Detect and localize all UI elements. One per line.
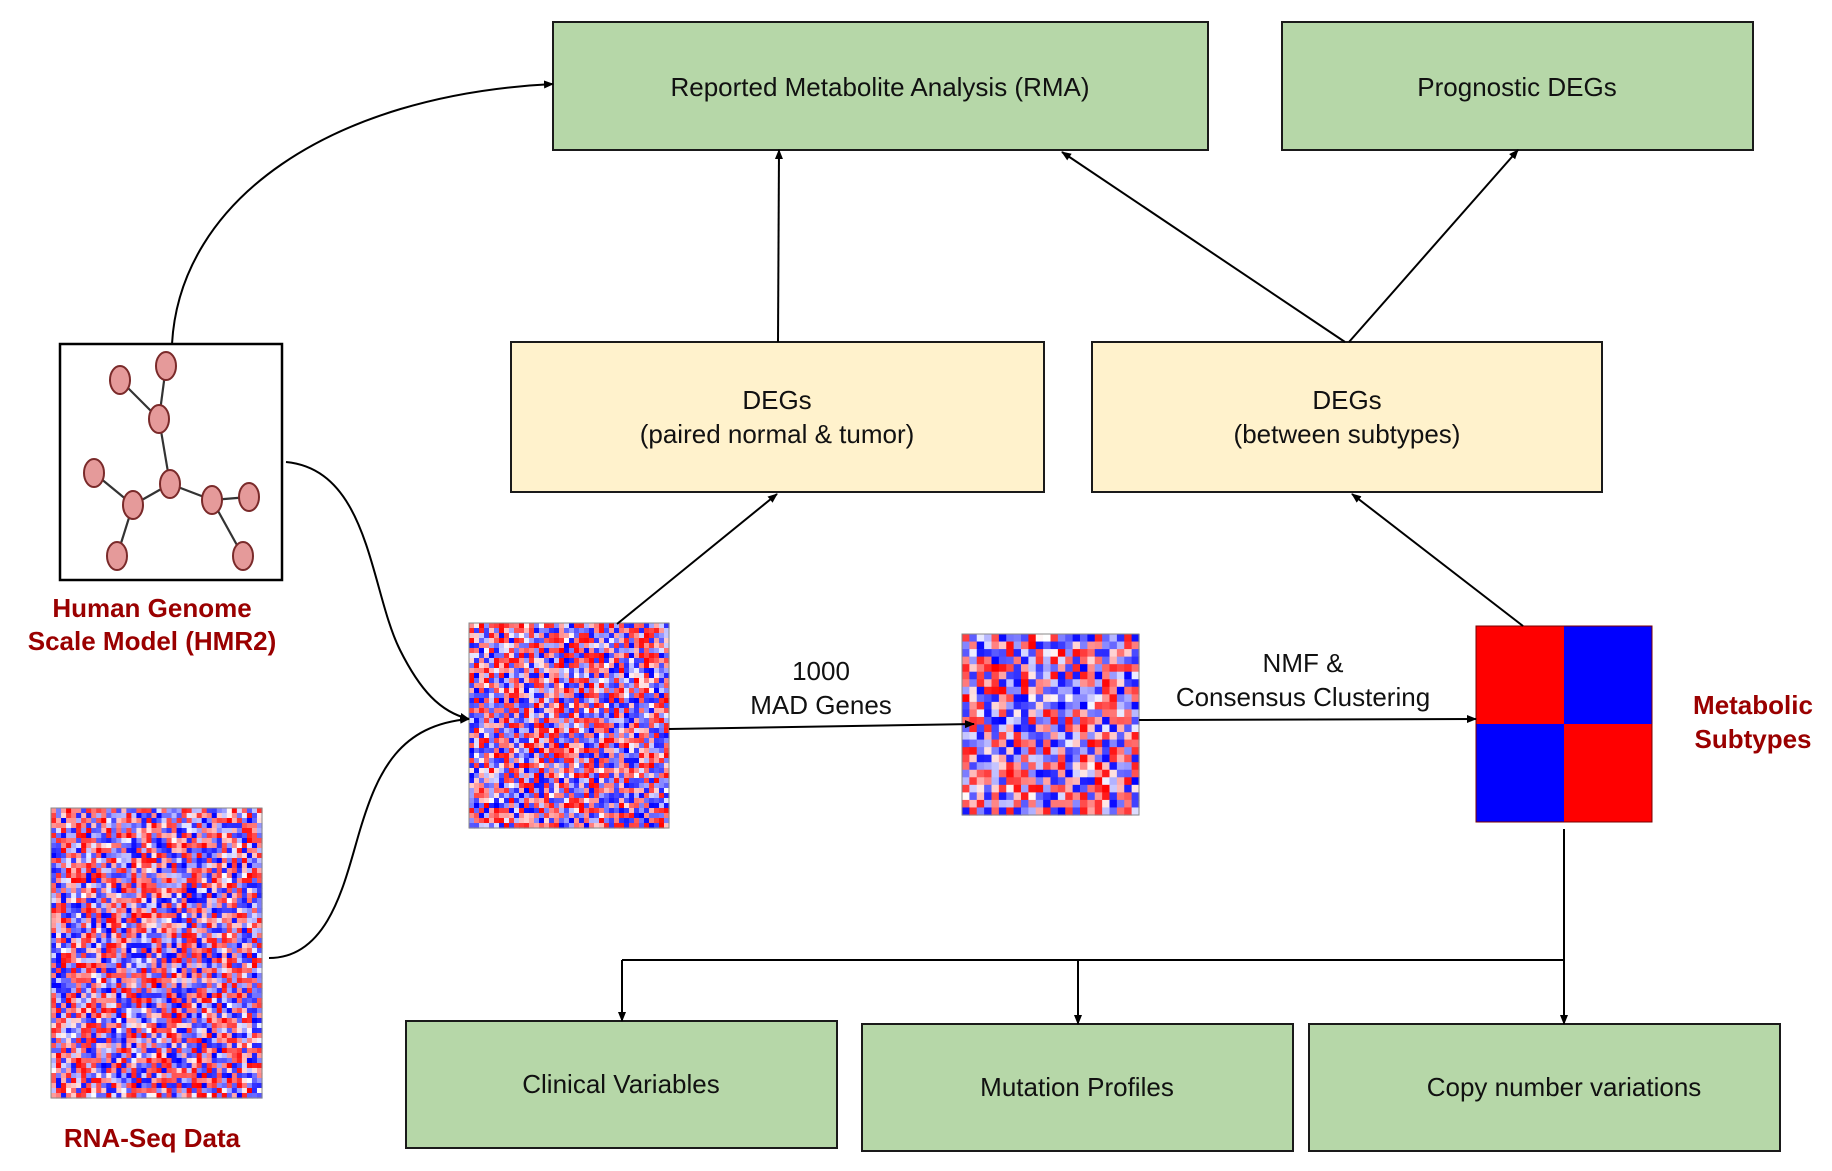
degs-subtypes-title: DEGs: [1312, 385, 1381, 415]
network-node: [238, 482, 260, 512]
nmf-label-line1: NMF &: [1263, 648, 1344, 678]
degs-paired-title: DEGs: [742, 385, 811, 415]
consensus-matrix-icon: [1475, 625, 1653, 823]
arrow-subtypes-to-prognostic: [1348, 149, 1519, 343]
network-node: [148, 404, 170, 434]
arrow-rnaseq-to-heatmap: [268, 715, 470, 959]
merged-expression-heatmap-icon: [468, 622, 670, 829]
nmf-label-line2: Consensus Clustering: [1176, 682, 1430, 712]
degs-subtypes-box: DEGs (between subtypes): [1091, 341, 1603, 493]
arrow-subtypes-to-rma: [1061, 151, 1346, 343]
matrix-cell-blue: [1476, 724, 1564, 822]
arrow-mad-genes: [668, 720, 975, 730]
clinical-variables-box: Clinical Variables: [405, 1020, 838, 1149]
matrix-cell-red: [1564, 724, 1652, 822]
rma-label: Reported Metabolite Analysis (RMA): [670, 72, 1089, 102]
hmr2-label-line2: Scale Model (HMR2): [28, 626, 277, 656]
rma-box: Reported Metabolite Analysis (RMA): [552, 21, 1209, 151]
network-node: [122, 490, 144, 520]
metabolic-subtypes-line1: Metabolic: [1693, 690, 1813, 720]
mad-genes-label: MAD Genes: [750, 690, 892, 720]
network-node: [232, 541, 254, 571]
rnaseq-heatmap-icon: [50, 807, 263, 1099]
matrix-cell-blue: [1564, 626, 1652, 724]
metabolic-network-icon: [58, 342, 284, 582]
degs-subtypes-subtitle: (between subtypes): [1234, 419, 1461, 449]
metabolic-subtypes-line2: Subtypes: [1694, 724, 1811, 754]
clinical-variables-label: Clinical Variables: [522, 1069, 720, 1099]
prognostic-degs-box: Prognostic DEGs: [1281, 21, 1754, 151]
arrows: [171, 80, 1568, 1025]
copy-number-label: Copy number variations: [1427, 1072, 1702, 1102]
arrow-paired-to-rma: [774, 149, 783, 343]
mad-genes-heatmap-icon: [961, 633, 1140, 816]
matrix-cell-red: [1476, 626, 1564, 724]
degs-paired-subtitle: (paired normal & tumor): [640, 419, 915, 449]
hmr2-label-line1: Human Genome: [52, 593, 251, 623]
arrow-hmr2-to-rma: [171, 80, 554, 345]
arrow-heatmap-to-paired: [616, 493, 778, 625]
network-node: [106, 541, 128, 571]
copy-number-box: Copy number variations: [1308, 1023, 1781, 1152]
arrow-matrix-to-subtypes: [1351, 493, 1524, 627]
network-node: [109, 365, 131, 395]
network-nodes: [83, 351, 260, 571]
rnaseq-label: RNA-Seq Data: [64, 1123, 241, 1153]
degs-paired-box: DEGs (paired normal & tumor): [510, 341, 1045, 493]
prognostic-degs-label: Prognostic DEGs: [1417, 72, 1616, 102]
network-node: [155, 351, 177, 381]
mutation-profiles-label: Mutation Profiles: [980, 1072, 1174, 1102]
arrow-hmr2-to-heatmap: [285, 461, 470, 721]
mad-genes-count: 1000: [792, 656, 850, 686]
network-node: [201, 485, 223, 515]
arrow-nmf: [1138, 715, 1477, 724]
network-node: [159, 469, 181, 499]
mutation-profiles-box: Mutation Profiles: [861, 1023, 1294, 1152]
network-node: [83, 458, 105, 488]
